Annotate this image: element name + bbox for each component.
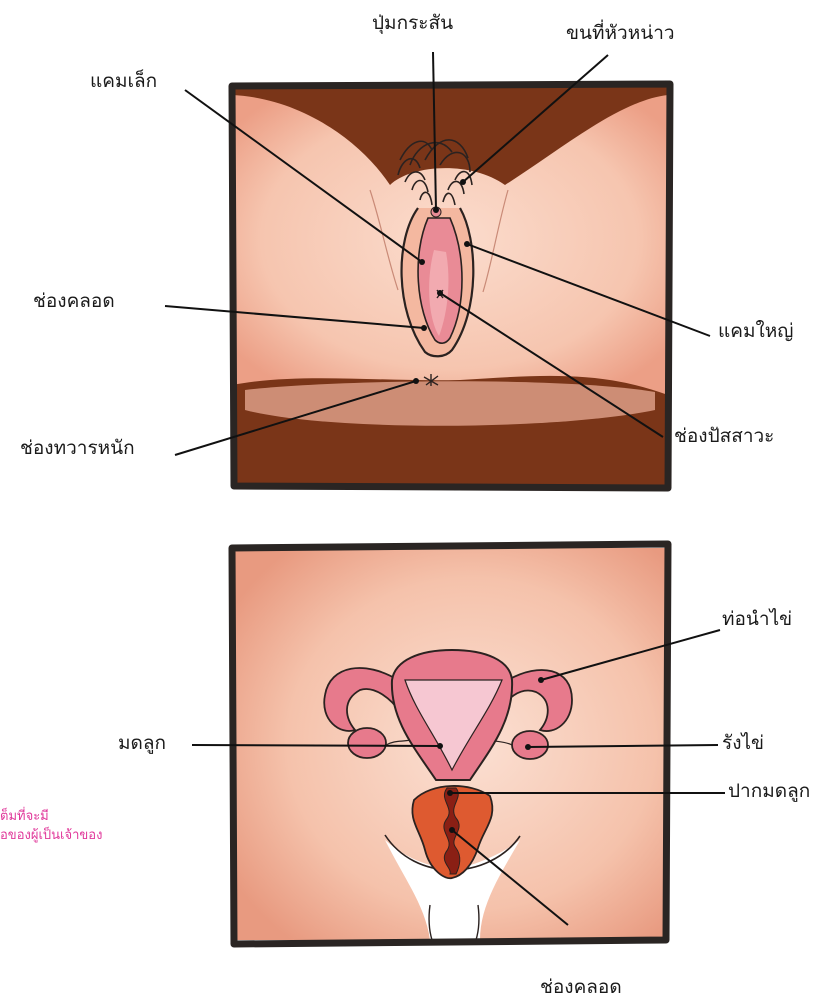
label-vaginal-opening: ช่องคลอด [33, 292, 115, 311]
label-pubic-hair: ขนที่หัวหน่าว [566, 24, 675, 43]
label-anus: ช่องทวารหนัก [20, 439, 135, 458]
label-cervix: ปากมดลูก [728, 782, 810, 801]
label-urethra: ช่องปัสสาวะ [674, 427, 774, 446]
ovary-left [348, 728, 386, 758]
internal-anatomy-panel [232, 544, 668, 944]
side-note: ต็มที่จะมี อของผู้เป็นเจ้าของ [0, 808, 102, 846]
label-uterus: มดลูก [118, 734, 166, 753]
label-labia-minora: แคมเล็ก [90, 72, 157, 91]
label-clitoris: ปุ่มกระสัน [372, 14, 453, 33]
side-note-line-1: ต็มที่จะมี [0, 808, 102, 827]
label-fallopian-tube: ท่อนำไข่ [722, 610, 792, 629]
external-anatomy-panel [232, 84, 670, 488]
label-vagina: ช่องคลอด [540, 978, 622, 997]
label-labia-majora: แคมใหญ่ [718, 322, 793, 341]
label-ovary: รังไข่ [722, 734, 764, 753]
leader-uterus [192, 745, 440, 746]
side-note-line-2: อของผู้เป็นเจ้าของ [0, 827, 102, 846]
